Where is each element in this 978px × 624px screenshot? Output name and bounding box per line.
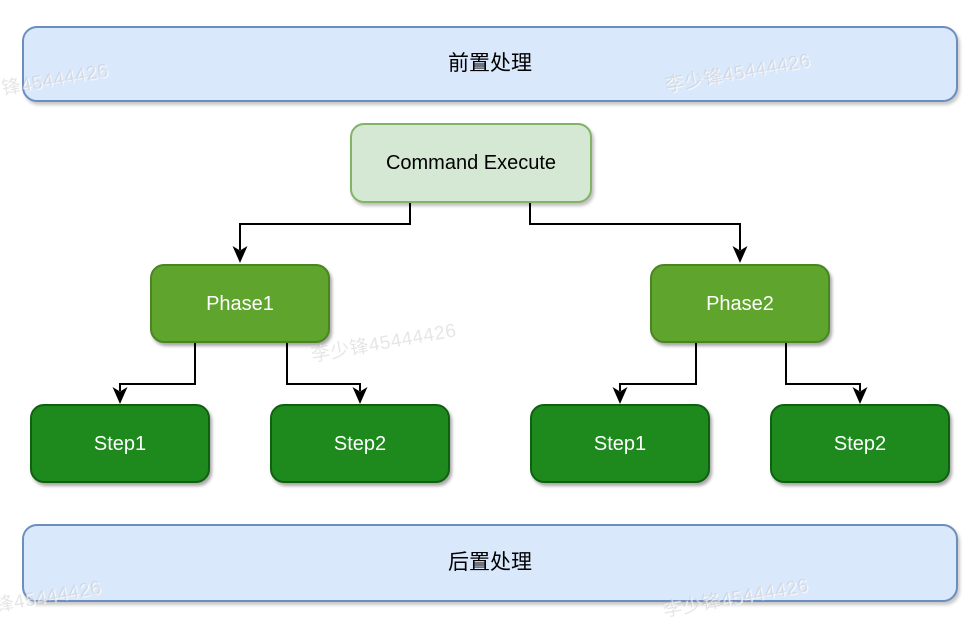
phase1-step2-label: Step2 xyxy=(333,432,387,455)
phase2-step1-label: Step1 xyxy=(593,432,647,455)
watermark: 李少锋45444426 xyxy=(309,320,459,367)
command-execute-box: Command Execute xyxy=(350,123,592,203)
arrowhead-step2-right xyxy=(852,387,868,404)
phase1-step2-box: Step2 xyxy=(270,404,450,483)
arrowhead-step1-left xyxy=(112,387,128,404)
connector-phase2-step2 xyxy=(785,343,861,391)
connector-phase1-step1 xyxy=(119,343,196,391)
command-execute-label: Command Execute xyxy=(385,152,557,174)
phase2-step2-box: Step2 xyxy=(770,404,950,483)
phase1-step1-box: Step1 xyxy=(30,404,210,483)
arrowhead-phase1 xyxy=(232,246,248,263)
phase2-box: Phase2 xyxy=(650,264,830,343)
connector-phase1-step2 xyxy=(286,343,361,391)
connector-command-phase2 xyxy=(529,203,741,250)
arrowhead-step2-left xyxy=(352,387,368,404)
phase1-label: Phase1 xyxy=(206,292,274,315)
phase1-step1-label: Step1 xyxy=(93,432,147,455)
post-process-label: 后置处理 xyxy=(448,551,532,575)
phase2-label: Phase2 xyxy=(706,292,774,315)
arrowhead-step1-right xyxy=(612,387,628,404)
post-process-box: 后置处理 xyxy=(22,524,958,602)
connector-command-phase1 xyxy=(239,203,411,250)
arrowhead-phase2 xyxy=(732,246,748,263)
connector-phase2-step1 xyxy=(619,343,697,391)
phase1-box: Phase1 xyxy=(150,264,330,343)
pre-process-label: 前置处理 xyxy=(448,52,532,76)
phase2-step1-box: Step1 xyxy=(530,404,710,483)
pre-process-box: 前置处理 xyxy=(22,26,958,102)
phase2-step2-label: Step2 xyxy=(833,432,887,455)
